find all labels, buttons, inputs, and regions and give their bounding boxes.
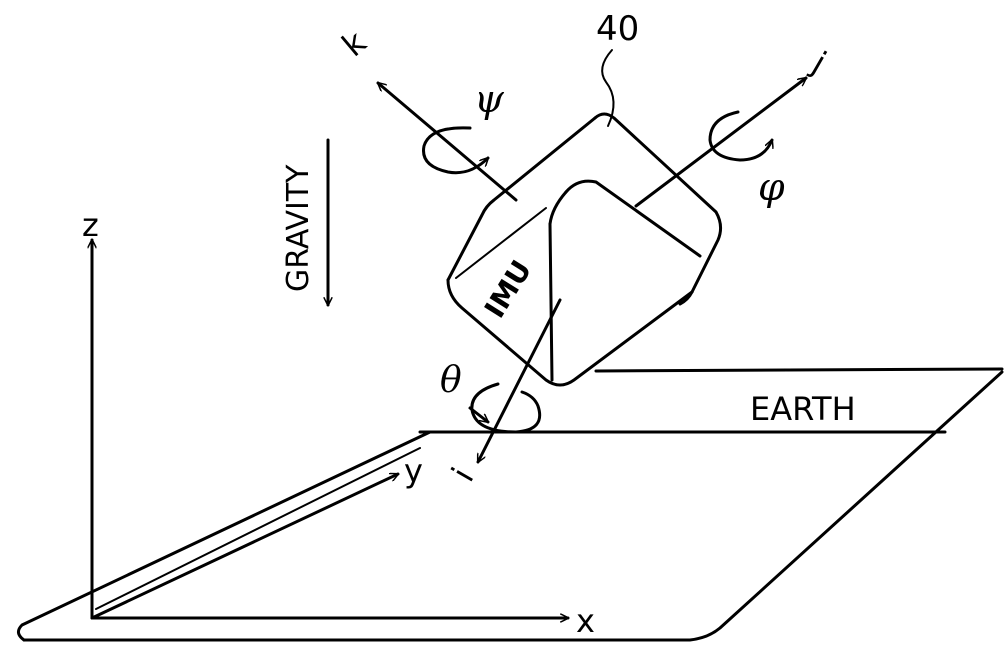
imu-cube	[446, 112, 723, 387]
psi-label: ψ	[474, 77, 505, 121]
phi-rotation-arrow	[708, 110, 772, 162]
world-x-label: x	[576, 602, 595, 640]
world-z-label: z	[82, 206, 99, 244]
body-j-label: j	[805, 44, 833, 82]
body-i-label: i	[444, 461, 481, 488]
body-k-axis	[378, 83, 518, 202]
earth-label: EARTH	[750, 390, 856, 428]
phi-label: φ	[758, 165, 785, 209]
body-i-axis	[476, 298, 562, 462]
reference-leader	[601, 49, 615, 127]
body-k-label: k	[335, 23, 374, 64]
theta-label: θ	[440, 360, 462, 401]
world-axes	[90, 238, 570, 620]
rotation-indicators	[422, 110, 773, 434]
theta-rotation-arrow	[470, 382, 542, 434]
reference-numeral: 40	[596, 9, 639, 49]
world-y-axis	[90, 472, 398, 620]
body-axes	[378, 76, 806, 462]
ground-plane	[17, 367, 1004, 642]
psi-rotation-arrow	[422, 126, 489, 175]
world-y-label: y	[404, 452, 423, 490]
imu-label: IMU	[478, 254, 538, 323]
gravity-label: GRAVITY	[281, 164, 316, 292]
body-j-axis	[634, 76, 806, 208]
